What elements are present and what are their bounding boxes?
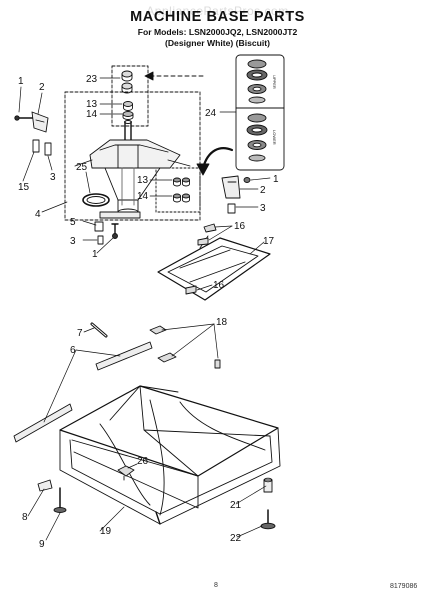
kit-upper-label: UPPER: [272, 75, 277, 89]
callout-16-bottom: 16: [213, 280, 225, 291]
arrow-head-23: [144, 71, 154, 81]
part-21-22-foot: [260, 477, 276, 530]
part-23-caps: [121, 70, 133, 94]
assembly-box-4: [64, 91, 201, 221]
callout-22: 22: [230, 533, 242, 544]
callout-26: 26: [137, 456, 149, 467]
callout-13-top: 13: [86, 99, 98, 110]
part-bracket-right: [221, 175, 251, 214]
part-26-bracket: [117, 465, 135, 481]
callout-9: 9: [39, 539, 45, 550]
part-13-14-stack: [122, 101, 134, 120]
part-19-base-frame: [59, 385, 281, 525]
kit-lower-label: LOWER: [272, 130, 277, 145]
callout-1-left: 1: [18, 76, 24, 87]
callout-17: 17: [263, 236, 275, 247]
callout-2-right: 2: [260, 185, 266, 196]
assembly-box-13-14: [155, 167, 201, 213]
callout-15: 15: [18, 182, 30, 193]
callout-6: 6: [70, 345, 76, 356]
callout-25: 25: [76, 162, 88, 173]
transmission-assembly: [74, 120, 191, 216]
part-8-9-foot: [37, 479, 67, 513]
callout-4: 4: [35, 209, 41, 220]
page-number: 8: [214, 582, 218, 589]
part-bracket-left: [14, 111, 52, 156]
watermark: AppliancePartsPros.com: [146, 4, 289, 18]
part-7-pin: [90, 322, 108, 338]
callout-24: 24: [205, 108, 217, 119]
callout-3-left: 3: [50, 172, 56, 183]
part-13-14-pair: [173, 177, 190, 203]
callout-18: 18: [216, 317, 228, 328]
callout-5: 5: [70, 217, 76, 228]
callout-23: 23: [86, 74, 98, 85]
callout-1-lower: 1: [92, 249, 98, 260]
part-24-bearing-kit: [235, 54, 285, 171]
model-numbers: For Models: LSN2000JQ2, LSN2000JT2: [137, 27, 298, 37]
callout-8: 8: [22, 512, 28, 523]
part-5-3-1: [94, 211, 141, 245]
part-18-pads: [149, 325, 221, 369]
diagram-title: MACHINE BASE PARTS: [130, 9, 305, 25]
callout-21: 21: [230, 500, 242, 511]
callout-1-right: 1: [273, 174, 279, 185]
callout-7: 7: [77, 328, 83, 339]
leader-lines: [18, 77, 271, 541]
callout-13-box: 13: [137, 175, 149, 186]
callout-19: 19: [100, 526, 112, 537]
callout-16-top: 16: [234, 221, 246, 232]
model-colors: (Designer White) (Biscuit): [164, 38, 271, 48]
arrow-head-assembly: [196, 163, 210, 176]
document-number: 8179086: [390, 583, 418, 590]
callout-3-lower: 3: [70, 236, 76, 247]
part-16-clips: [185, 223, 217, 295]
callout-14-top: 14: [86, 109, 98, 120]
part-6-rails: [13, 341, 153, 443]
callout-2-left: 2: [39, 82, 45, 93]
part-25-ring: [82, 193, 110, 207]
callout-3-right: 3: [260, 203, 266, 214]
assembly-box-23: [111, 65, 149, 127]
callout-14-box: 14: [137, 191, 149, 202]
